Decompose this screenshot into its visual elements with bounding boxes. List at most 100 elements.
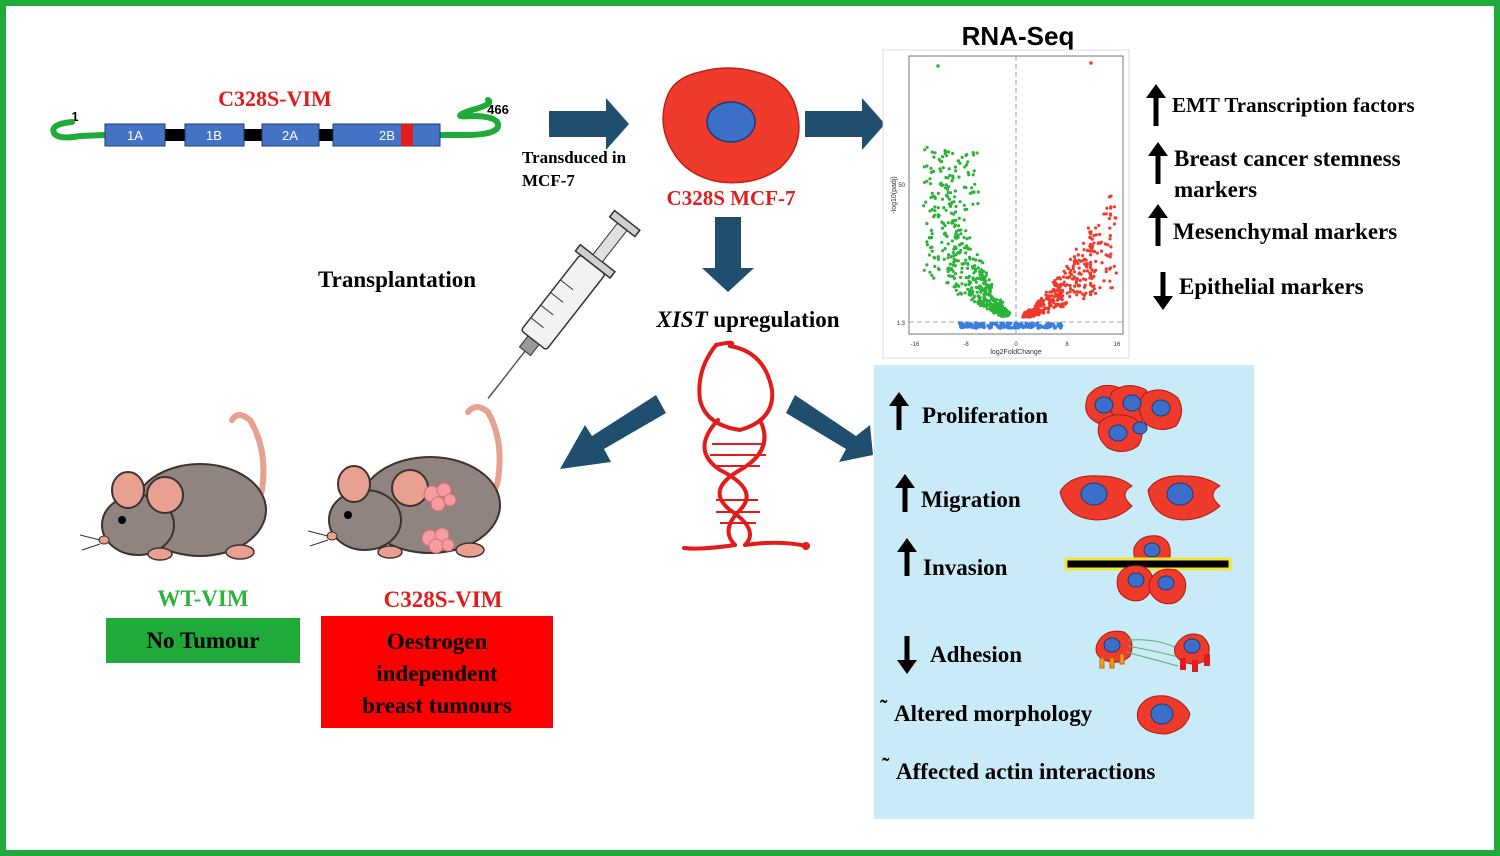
volcano-point (973, 267, 978, 271)
cell-nucleus (706, 101, 756, 143)
volcano-point (925, 240, 929, 244)
volcano-point (1103, 242, 1107, 246)
volcano-point (943, 247, 947, 251)
volcano-point (930, 191, 934, 195)
volcano-point (977, 298, 982, 302)
volcano-point (955, 229, 959, 234)
volcano-point (925, 222, 929, 226)
volcano-point (967, 274, 972, 278)
volcano-point (938, 167, 942, 171)
volcano-point (952, 200, 956, 204)
volcano-point (1090, 268, 1094, 272)
volcano-point (1032, 313, 1036, 317)
volcano-point (1072, 259, 1076, 263)
volcano-point (973, 182, 977, 186)
volcano-point (952, 254, 956, 258)
volcano-point (1081, 277, 1086, 281)
volcano-point (958, 250, 962, 254)
volcano-point (984, 271, 989, 275)
volcano-point (936, 255, 940, 259)
volcano-point (947, 202, 951, 206)
volcano-point (946, 242, 950, 246)
volcano-point (988, 290, 992, 294)
volcano-point (922, 204, 926, 208)
volcano-point (1108, 226, 1112, 230)
volcano-point (998, 298, 1003, 302)
pheno-adhesion: Adhesion (930, 642, 1022, 667)
volcano-point (947, 150, 951, 154)
volcano-point (933, 209, 937, 213)
volcano-point (956, 292, 960, 296)
volcano-point (1082, 269, 1086, 273)
volcano-point (1024, 323, 1029, 327)
volcano-point (950, 179, 954, 183)
volcano-point (1044, 290, 1048, 294)
volcano-point (965, 207, 969, 211)
volcano-point (1047, 301, 1051, 305)
volcano-point (1068, 257, 1072, 261)
volcano-point (1042, 299, 1046, 303)
arrow-xist-to-mice (560, 395, 666, 469)
xist-rna-icon (682, 340, 808, 551)
volcano-ytick-threshold: 1.3 (897, 321, 906, 327)
volcano-point (1046, 296, 1051, 300)
volcano-point (957, 284, 961, 288)
volcano-point (1094, 226, 1098, 230)
volcano-point (993, 297, 997, 301)
volcano-point (1104, 267, 1108, 271)
volcano-point (1085, 248, 1090, 252)
volcano-point (941, 249, 945, 253)
volcano-point (925, 179, 929, 183)
volcano-point (958, 161, 962, 165)
volcano-point (1060, 298, 1064, 302)
volcano-point (954, 204, 958, 209)
volcano-point (948, 173, 952, 178)
pheno-affected-actin: Affected actin interactions (896, 759, 1155, 784)
invading-cells-icon (1064, 535, 1232, 605)
volcano-point (953, 224, 957, 229)
volcano-point (1050, 294, 1054, 298)
volcano-point (957, 175, 961, 179)
volcano-point (956, 235, 960, 239)
volcano-point (952, 247, 956, 251)
volcano-point (971, 202, 975, 206)
volcano-point (973, 300, 977, 304)
volcano-point (947, 197, 952, 201)
volcano-point (924, 200, 928, 204)
volcano-point (940, 240, 944, 244)
volcano-point (1089, 271, 1093, 275)
c-terminal-tail (437, 97, 502, 138)
volcano-point (979, 288, 984, 292)
volcano-point (990, 309, 994, 313)
volcano-point (972, 169, 976, 173)
volcano-point (986, 292, 990, 296)
volcano-point (982, 304, 986, 308)
volcano-point (1001, 307, 1005, 311)
volcano-point (994, 321, 998, 326)
volcano-point (1112, 222, 1116, 226)
volcano-point (967, 173, 971, 177)
volcano-point (1089, 260, 1093, 264)
volcano-point (981, 274, 985, 278)
volcano-point (1084, 258, 1088, 262)
mutant-mouse-label: C328S-VIM (384, 587, 503, 612)
volcano-plot: -log10(padj) log2FoldChange -16 -8 0 8 1… (882, 49, 1130, 359)
volcano-point (977, 325, 981, 329)
volcano-point (946, 256, 950, 260)
volcano-point (950, 239, 955, 243)
volcano-point (933, 205, 937, 209)
volcano-point (954, 169, 958, 173)
volcano-point (967, 282, 971, 286)
volcano-point (946, 176, 950, 180)
volcano-point (1052, 280, 1057, 285)
volcano-point (933, 256, 937, 260)
volcano-point (928, 182, 933, 186)
pheno-down-arrow-adhesion (897, 636, 917, 674)
volcano-point (1063, 284, 1067, 288)
volcano-point (991, 321, 995, 326)
volcano-point (1082, 241, 1086, 245)
volcano-point (1058, 277, 1062, 281)
volcano-point (939, 169, 943, 173)
volcano-point (1095, 251, 1099, 255)
volcano-xtick-4: 8 (1065, 342, 1069, 348)
